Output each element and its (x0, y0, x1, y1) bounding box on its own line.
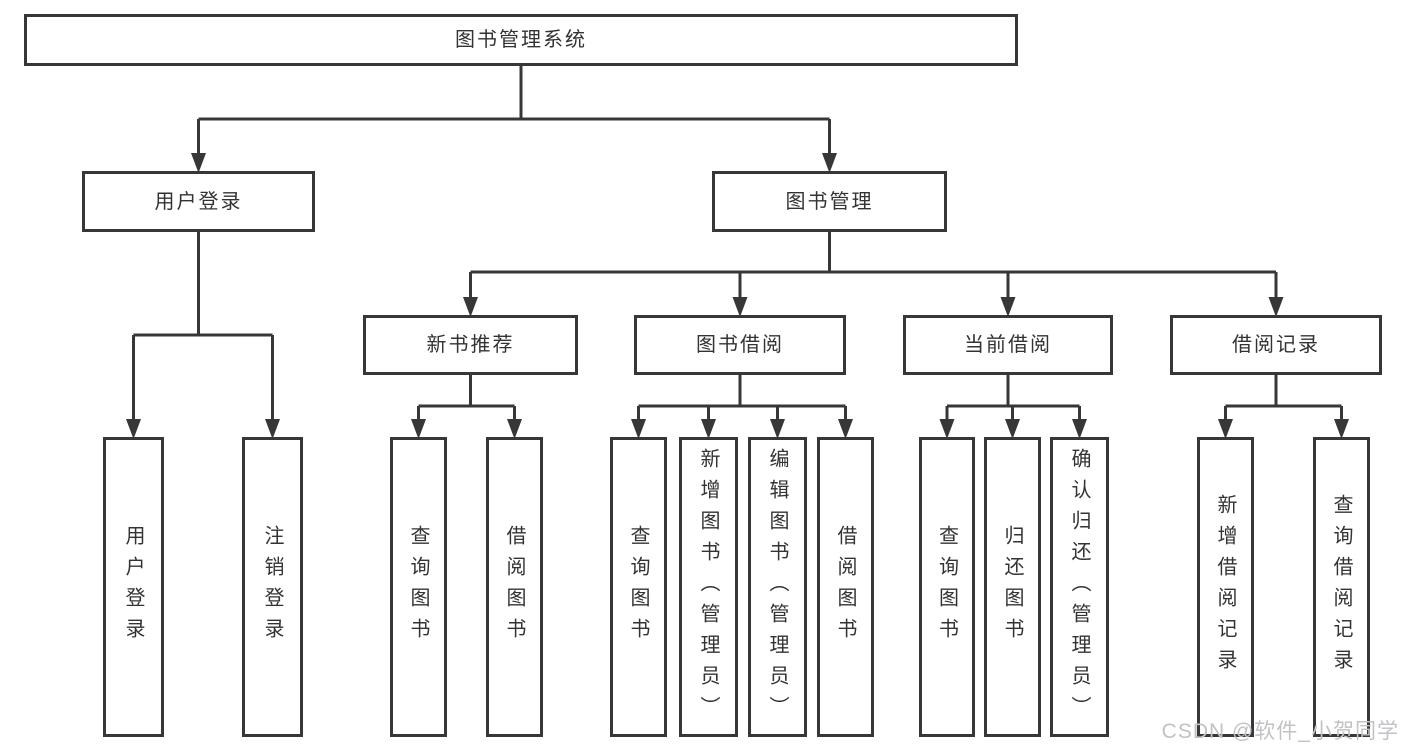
leaf-confirm-return-admin-label: 确认归还（管理员） (1068, 447, 1090, 727)
leaf-query-book-current-label: 查询图书 (935, 525, 958, 649)
leaf-borrow-book-label: 借阅图书 (834, 525, 856, 649)
leaf-logout: 注销登录 (242, 437, 303, 737)
leaf-return-book-label: 归还图书 (1001, 525, 1023, 649)
leaf-edit-book-admin-label: 编辑图书（管理员） (766, 447, 788, 727)
leaf-query-book-borrowing-label: 查询图书 (627, 525, 649, 649)
leaf-borrow-book: 借阅图书 (817, 437, 874, 737)
leaf-add-borrow-record-label: 新增借阅记录 (1214, 494, 1236, 680)
node-root: 图书管理系统 (24, 14, 1018, 66)
node-current-borrowing: 当前借阅 (903, 315, 1113, 375)
leaf-query-borrow-record-label: 查询借阅记录 (1330, 494, 1352, 680)
node-book-management: 图书管理 (712, 171, 947, 232)
leaf-return-book: 归还图书 (984, 437, 1041, 737)
leaf-user-login-label: 用户登录 (122, 525, 144, 649)
leaf-add-book-admin-label: 新增图书（管理员） (697, 447, 719, 727)
node-new-book-recommend-label: 新书推荐 (426, 334, 515, 356)
leaf-query-book-borrowing: 查询图书 (610, 437, 667, 737)
node-book-borrowing: 图书借阅 (634, 315, 846, 375)
leaf-query-book-recommend-label: 查询图书 (407, 525, 429, 649)
leaf-query-book-current: 查询图书 (919, 437, 975, 737)
node-root-label: 图书管理系统 (455, 29, 587, 51)
leaf-borrow-book-recommend-label: 借阅图书 (503, 525, 525, 649)
node-user-login-label: 用户登录 (154, 190, 243, 213)
leaf-borrow-book-recommend: 借阅图书 (486, 437, 543, 737)
node-new-book-recommend: 新书推荐 (363, 315, 578, 375)
node-user-login: 用户登录 (82, 171, 315, 232)
leaf-add-borrow-record: 新增借阅记录 (1197, 437, 1254, 737)
leaf-logout-label: 注销登录 (261, 525, 283, 649)
leaf-query-borrow-record: 查询借阅记录 (1313, 437, 1370, 737)
node-borrowing-records-label: 借阅记录 (1232, 334, 1320, 356)
leaf-user-login: 用户登录 (103, 437, 164, 737)
leaf-add-book-admin: 新增图书（管理员） (679, 437, 738, 737)
leaf-edit-book-admin: 编辑图书（管理员） (748, 437, 807, 737)
node-book-management-label: 图书管理 (785, 190, 874, 213)
node-book-borrowing-label: 图书借阅 (696, 334, 784, 356)
node-current-borrowing-label: 当前借阅 (964, 334, 1052, 356)
leaf-confirm-return-admin: 确认归还（管理员） (1050, 437, 1109, 737)
leaf-query-book-recommend: 查询图书 (390, 437, 447, 737)
node-borrowing-records: 借阅记录 (1170, 315, 1382, 375)
